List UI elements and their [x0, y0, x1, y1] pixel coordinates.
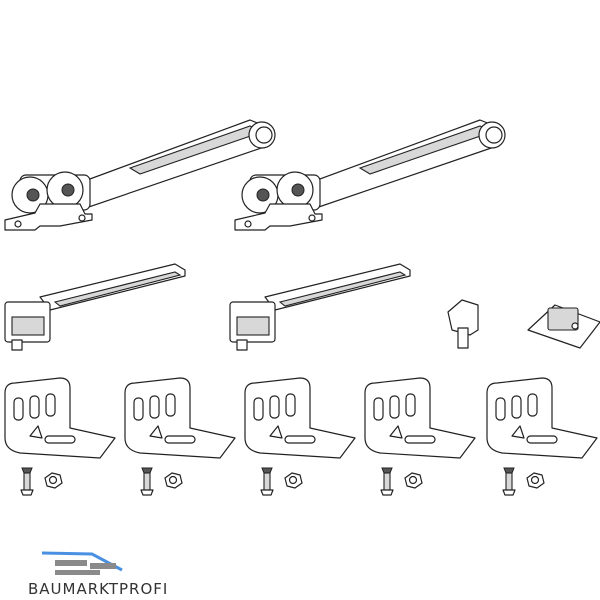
brand-logo	[41, 551, 123, 575]
track-stopper	[447, 299, 479, 349]
bracket-set-2	[124, 377, 236, 496]
brand-name: BAUMARKTPROFI	[28, 580, 169, 598]
bracket-set-1	[4, 377, 116, 496]
soft-close-damper-left	[4, 263, 186, 351]
soft-close-damper-right	[229, 263, 411, 351]
bracket-set-3	[244, 377, 356, 496]
activator-clip	[527, 304, 600, 349]
bracket-set-4	[364, 377, 476, 496]
roller-carriage-left	[4, 119, 276, 231]
bracket-set-5	[486, 377, 598, 496]
